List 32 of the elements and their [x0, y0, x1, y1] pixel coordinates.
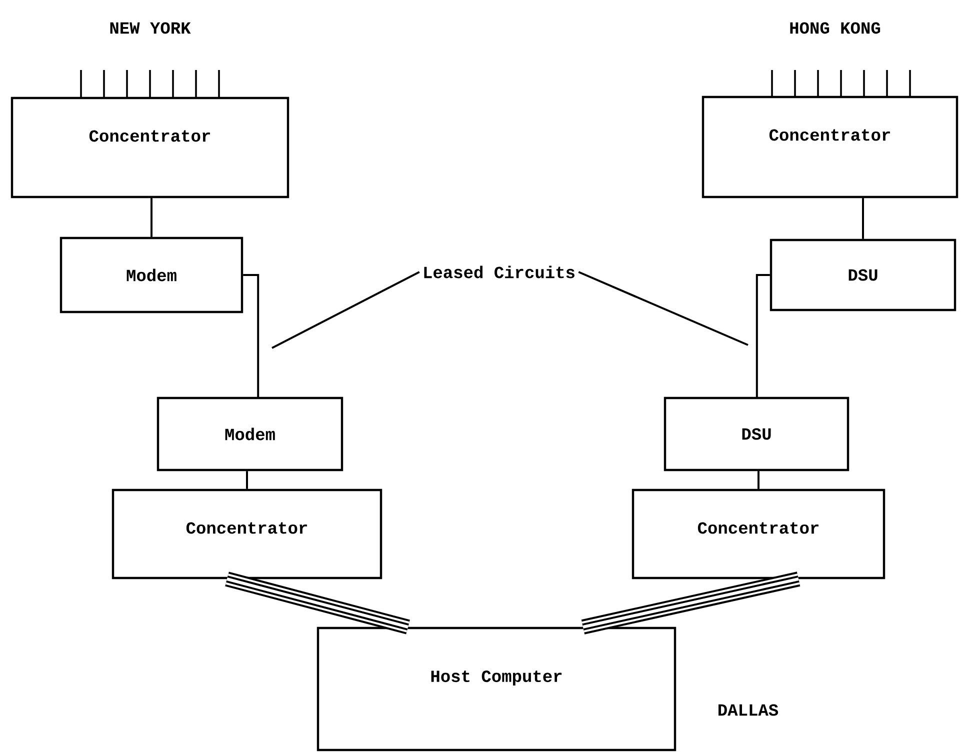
device-box [770, 238, 956, 312]
circuit-bundle [581, 572, 800, 634]
box-label: Modem [126, 268, 176, 282]
callout-text: Leased Circuits [424, 266, 574, 278]
leader-line [272, 271, 420, 349]
device-box [664, 396, 850, 472]
circuit-line [243, 274, 260, 399]
connector-line [862, 198, 864, 239]
box-label: Concentrator [698, 522, 818, 534]
device-box [60, 236, 244, 314]
device-box [632, 488, 886, 580]
place-label: HONG KONG [790, 22, 880, 34]
box-label: Concentrator [186, 522, 307, 534]
box-label: Concentrator [89, 130, 210, 142]
device-box [702, 96, 958, 198]
circuit-line [756, 274, 770, 399]
place-label: DALLAS [718, 704, 778, 716]
connector-line [758, 471, 760, 489]
box-label: Concentrator [769, 129, 890, 141]
leader-line [578, 271, 748, 346]
box-label: DSU [848, 269, 878, 281]
connector-line [246, 471, 248, 489]
device-box [156, 396, 344, 472]
connector-line [150, 198, 152, 237]
circuit-bundle [225, 572, 410, 634]
device-box [316, 626, 676, 752]
box-label: Modem [225, 428, 275, 440]
place-label: NEW YORK [110, 22, 191, 34]
device-box [112, 488, 382, 580]
device-box [10, 96, 290, 198]
box-label: Host Computer [431, 670, 562, 686]
box-label: DSU [742, 428, 771, 440]
